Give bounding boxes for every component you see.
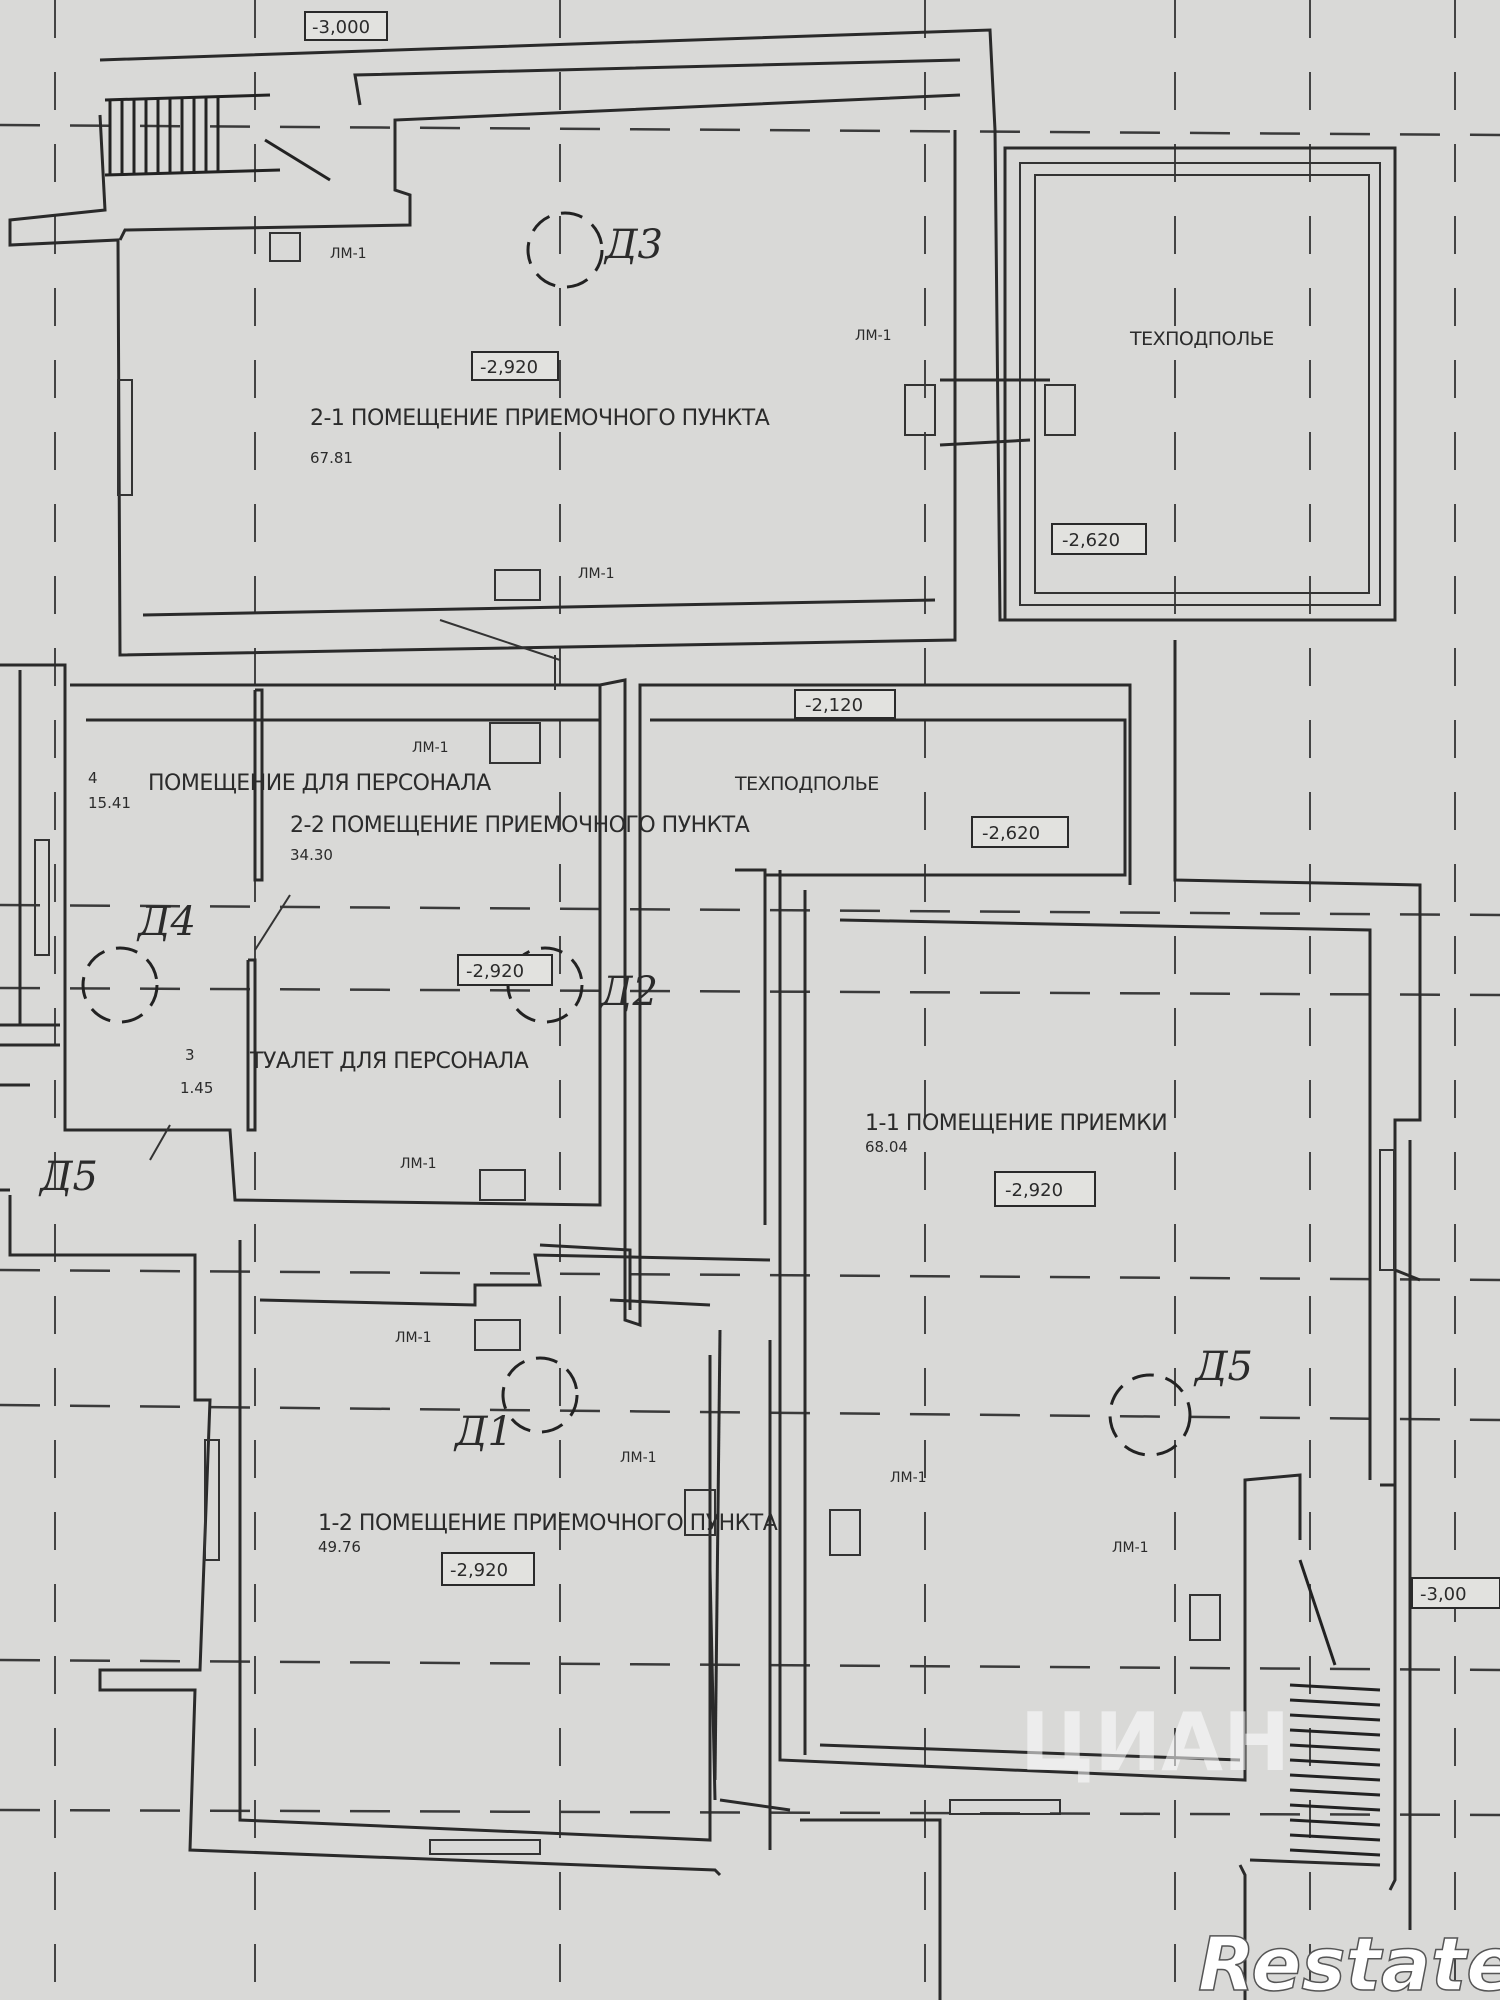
- room-2-1-area: 67.81: [310, 449, 353, 467]
- level-tech-mid-top: -2,120: [805, 695, 863, 716]
- lm-mark-2: ЛМ-1: [855, 328, 892, 344]
- node-d4: Д4: [136, 899, 196, 945]
- room-3-name: ТУАЛЕТ ДЛЯ ПЕРСОНАЛА: [249, 1049, 529, 1074]
- watermark-cian: ЦИАН: [1020, 1696, 1290, 1789]
- lm-mark-3: ЛМ-1: [578, 566, 615, 582]
- level-room-2-2: -2,920: [466, 961, 524, 982]
- room-1-1-area: 68.04: [865, 1138, 908, 1156]
- lm-mark-5: ЛМ-1: [400, 1156, 437, 1172]
- room-tech-top-name: ТЕХПОДПОЛЬЕ: [1129, 328, 1274, 350]
- watermarks: ЦИАН Restate: [1020, 1696, 1500, 2000]
- lm-mark-8: ЛМ-1: [890, 1470, 927, 1486]
- lm-mark-7: ЛМ-1: [620, 1450, 657, 1466]
- level-tech-top: -2,620: [1062, 530, 1120, 551]
- node-d1: Д1: [453, 1409, 513, 1455]
- level-tech-mid: -2,620: [982, 823, 1040, 844]
- node-labels: Д3 Д4 Д2 Д5 Д1 Д5: [38, 222, 1253, 1455]
- room-tech-mid-name: ТЕХПОДПОЛЬЕ: [734, 773, 879, 795]
- node-d2: Д2: [598, 969, 658, 1015]
- room-3-area: 1.45: [180, 1079, 213, 1097]
- room-2-2-area: 34.30: [290, 846, 333, 864]
- level-room-2-1: -2,920: [480, 357, 538, 378]
- level-marks: -3,000 -2,920 -2,620 -2,120 -2,620 -2,92…: [304, 11, 1500, 1609]
- room-1-2-area: 49.76: [318, 1538, 361, 1556]
- node-d5: Д5: [1193, 1344, 1253, 1390]
- room-labels: 2-1 ПОМЕЩЕНИЕ ПРИЕМОЧНОГО ПУНКТА 67.81 Т…: [88, 328, 1274, 1556]
- level-room-1-2: -2,920: [450, 1560, 508, 1581]
- walls: [0, 28, 1422, 2000]
- windows: [34, 379, 1395, 1855]
- lm-mark-6: ЛМ-1: [395, 1330, 432, 1346]
- room-4-number: 4: [88, 769, 98, 787]
- room-4-area: 15.41: [88, 794, 131, 812]
- lm-mark-4: ЛМ-1: [412, 740, 449, 756]
- door-symbols: [149, 232, 1221, 1641]
- level-stair-bottom: -3,00: [1420, 1584, 1467, 1605]
- watermark-restate: Restate: [1198, 1922, 1500, 2000]
- room-2-2-name: 2-2 ПОМЕЩЕНИЕ ПРИЕМОЧНОГО ПУНКТА: [290, 813, 750, 838]
- node-d6: Д5: [38, 1154, 98, 1200]
- room-3-number: 3: [185, 1046, 195, 1064]
- lm-marks: ЛМ-1 ЛМ-1 ЛМ-1 ЛМ-1 ЛМ-1 ЛМ-1 ЛМ-1 ЛМ-1 …: [330, 246, 1149, 1556]
- room-1-1-name: 1-1 ПОМЕЩЕНИЕ ПРИЕМКИ: [865, 1111, 1167, 1136]
- lm-mark-1: ЛМ-1: [330, 246, 367, 262]
- level-stair-top: -3,000: [312, 17, 370, 38]
- node-d3: Д3: [603, 222, 663, 268]
- lm-mark-9: ЛМ-1: [1112, 1540, 1149, 1556]
- level-room-1-1: -2,920: [1005, 1180, 1063, 1201]
- stair-top-left: [104, 93, 331, 182]
- room-4-name: ПОМЕЩЕНИЕ ДЛЯ ПЕРСОНАЛА: [148, 771, 491, 796]
- stair-bottom-right: [1289, 1559, 1381, 1857]
- room-1-2-name: 1-2 ПОМЕЩЕНИЕ ПРИЕМОЧНОГО ПУНКТА: [318, 1511, 778, 1536]
- room-2-1-name: 2-1 ПОМЕЩЕНИЕ ПРИЕМОЧНОГО ПУНКТА: [310, 406, 770, 431]
